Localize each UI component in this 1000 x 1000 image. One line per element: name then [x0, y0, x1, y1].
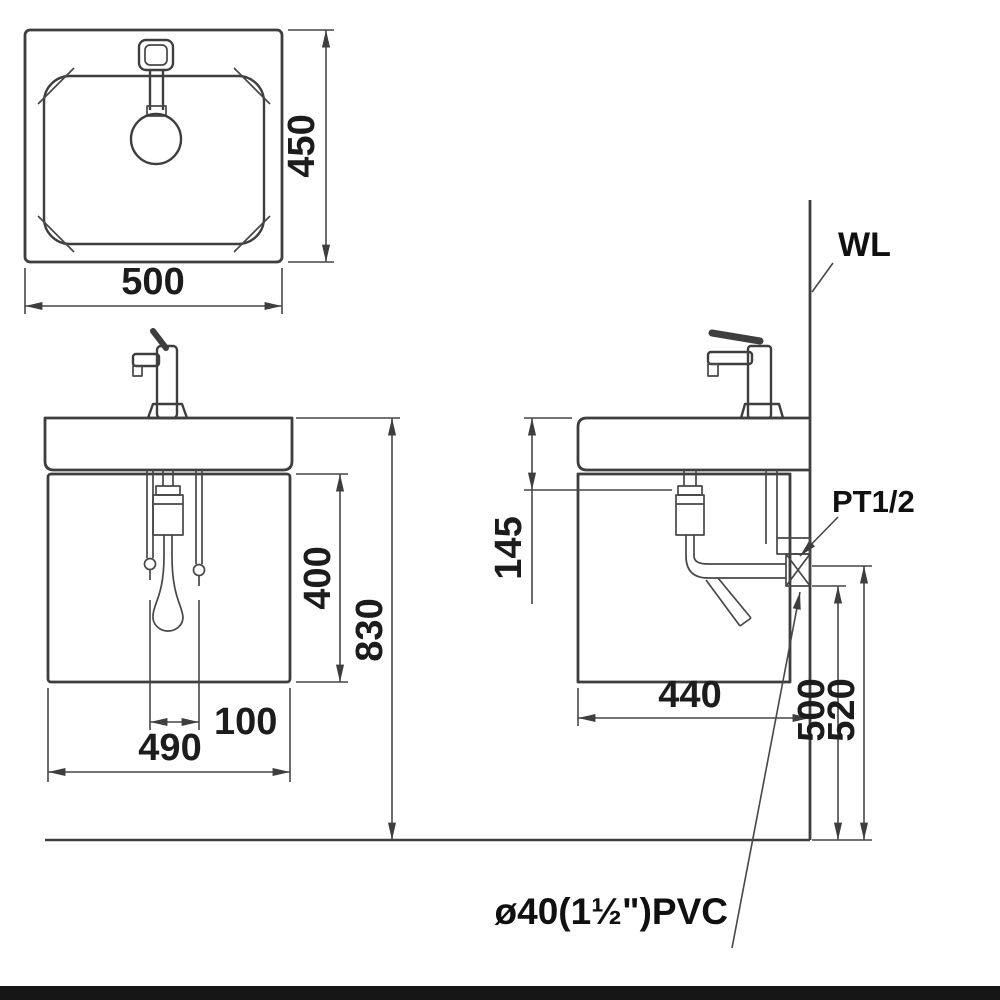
- side-view: WL PT1/2: [576, 200, 915, 840]
- faucet-nozzle: [132, 365, 143, 377]
- faucet-stem: [148, 70, 165, 110]
- top-view: [23, 28, 284, 264]
- basin-side: [576, 416, 810, 472]
- basin-bowl: [42, 74, 266, 246]
- trap-outlet-pipe: [685, 535, 695, 556]
- dim-label-top-width: 500: [121, 261, 184, 303]
- dim-label-cabinet-depth: 440: [658, 674, 721, 716]
- horizontal-drain-pipe: [685, 555, 786, 579]
- dim-label-drain-height: 500: [791, 678, 833, 741]
- faucet-stem-nut: [146, 105, 167, 117]
- basin-front: [43, 416, 294, 472]
- dim-label-basin-height: 145: [488, 516, 530, 579]
- pvc-leader: [731, 591, 801, 949]
- pvc-label: ø40(1½")PVC: [495, 891, 728, 932]
- dim-label-top-depth: 450: [281, 114, 323, 177]
- drain-tailpiece: [683, 470, 697, 486]
- bottle-trap: [152, 494, 184, 536]
- dim-drain-height: 500: [791, 585, 846, 840]
- supply-pipe-side: [765, 470, 778, 544]
- faucet-spout: [706, 350, 754, 366]
- wall-line-label: WL: [838, 226, 891, 264]
- dim-top-width: 500: [24, 261, 283, 314]
- bottom-bar: [0, 986, 1000, 1000]
- dim-label-cabinet-height: 400: [297, 546, 339, 609]
- pt-label: PT1/2: [832, 484, 915, 519]
- pt-leader: [799, 516, 839, 557]
- faucet-front-view: [131, 328, 189, 420]
- dim-overall-height: 830: [296, 417, 400, 840]
- trap-nut: [155, 485, 181, 496]
- dim-label-overall-height: 830: [349, 598, 391, 661]
- flex-hose: [152, 555, 184, 619]
- extension-lines: [524, 417, 672, 491]
- flex-hose-loop: [152, 615, 184, 632]
- drain-stub: [705, 577, 752, 627]
- left-angle-valve: [143, 557, 157, 571]
- faucet-top-view: [129, 38, 183, 166]
- faucet-base: [146, 402, 189, 420]
- faucet-base-plate: [137, 38, 175, 72]
- basin-corner-chamfers: [37, 67, 271, 253]
- dim-label-drain-spacing: 100: [214, 701, 277, 743]
- dim-basin-height: 145: [488, 417, 672, 604]
- dim-cabinet-height: 400: [296, 473, 348, 683]
- right-angle-valve: [192, 563, 206, 577]
- dim-supply-height: 520: [812, 565, 872, 841]
- extension-lines: [47, 688, 291, 782]
- faucet-side-view: [706, 329, 785, 420]
- wall-fitting-hatch: [785, 553, 811, 587]
- dim-label-cabinet-width: 490: [138, 727, 201, 769]
- wall-label-leader: [811, 262, 834, 293]
- dim-drain-spacing: 100: [149, 600, 277, 743]
- basin-outer-rim: [23, 28, 284, 264]
- front-plumbing: [143, 470, 206, 632]
- extension-lines: [149, 600, 200, 730]
- faucet-nozzle: [707, 363, 719, 377]
- drain-tailpiece: [162, 470, 174, 486]
- faucet-lever: [708, 329, 764, 345]
- front-view: [43, 328, 294, 684]
- cabinet-front: [46, 472, 292, 684]
- dim-cabinet-width: 490: [47, 688, 291, 782]
- bottle-trap: [675, 494, 705, 536]
- trap-outlet-pipe: [163, 535, 173, 556]
- dim-cabinet-depth: 440: [577, 674, 810, 726]
- faucet-spout: [131, 352, 161, 368]
- left-supply-hose: [146, 470, 154, 558]
- pvc-callout: ø40(1½")PVC: [495, 591, 801, 949]
- dim-top-depth: 450: [281, 29, 334, 263]
- right-supply-hose: [195, 470, 203, 564]
- drain-hole: [129, 112, 183, 166]
- faucet-base-inner: [144, 44, 168, 66]
- trap-nut: [677, 485, 703, 496]
- dim-label-supply-height: 520: [821, 678, 863, 741]
